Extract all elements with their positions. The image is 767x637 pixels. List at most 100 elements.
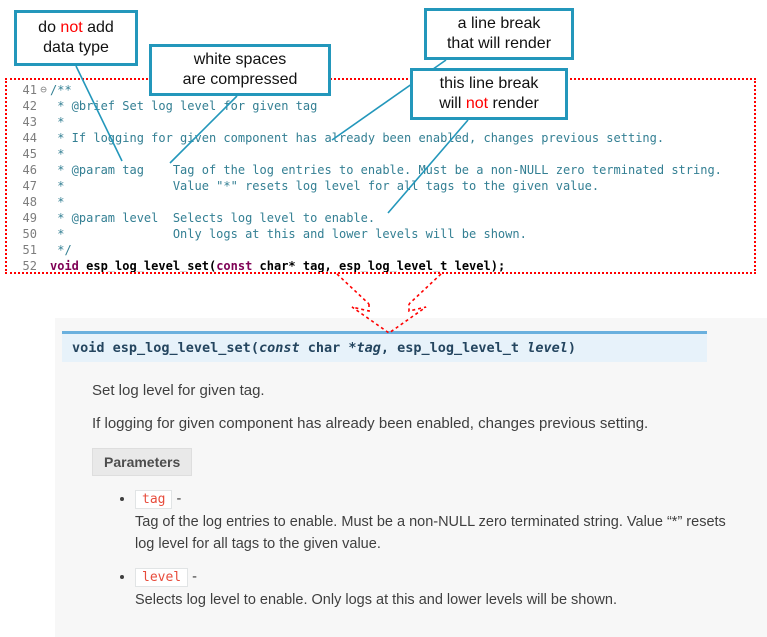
callout-text: add (82, 18, 114, 36)
callout-line: do not add (38, 18, 114, 38)
code-token: * (50, 115, 65, 129)
code-text: * Only logs at this and lower levels wil… (50, 226, 754, 242)
line-number: 51 (22, 243, 37, 257)
fold-spacer (37, 130, 50, 146)
code-line: 52 void esp_log_level_set(const char* tag… (7, 258, 754, 273)
code-text: * (50, 146, 754, 162)
callout-text: data type (43, 39, 109, 56)
code-area: 41⊖/**42 * @brief Set log level for give… (7, 82, 754, 273)
fold-spacer (37, 178, 50, 194)
code-line: 50 * Only logs at this and lower levels … (7, 226, 754, 242)
parameter-description: Selects log level to enable. Only logs a… (135, 591, 617, 608)
parameter-name: level (135, 567, 189, 587)
code-token: * @param tag Tag of the log entries to e… (50, 163, 722, 177)
callout-text: not (60, 18, 83, 36)
code-token: * @param level Selects log level to enab… (50, 211, 376, 225)
dash-separator: - (188, 568, 197, 585)
callout-text: this line break (439, 74, 539, 92)
fold-spacer (37, 146, 50, 162)
callout-text: are compressed (182, 71, 298, 88)
callout-line: this line break (440, 74, 539, 94)
code-line: 43 * (7, 114, 754, 130)
callout-text: that will render (446, 35, 552, 52)
code-text: */ (50, 242, 754, 258)
code-line: 42 * @brief Set log level for given tag (7, 98, 754, 114)
signature-token: ( (250, 340, 259, 356)
dash-separator: - (172, 491, 182, 507)
callout-linebreak-not-render: this line break will not render (410, 68, 568, 120)
callout-text: render (488, 95, 539, 112)
function-signature: void esp_log_level_set(const char *tag, … (62, 331, 707, 362)
signature-token: level (527, 340, 568, 356)
code-line: 45 * (7, 146, 754, 162)
parameters-label: Parameters (92, 448, 193, 476)
line-number: 42 (22, 99, 37, 113)
fold-spacer (37, 242, 50, 258)
line-number: 52 (22, 259, 37, 273)
code-token: * @brief Set log level for given tag (50, 99, 318, 113)
fold-spacer (37, 194, 50, 210)
parameter-item: level - Selects log level to enable. Only… (135, 567, 742, 612)
line-number: 46 (22, 163, 37, 177)
code-line: 44 * If logging for given component has … (7, 130, 754, 146)
code-token: void (50, 259, 79, 273)
fold-spacer (37, 226, 50, 242)
callout-linebreak-renders: a line break that will render (424, 8, 574, 60)
code-text: * If logging for given component has alr… (50, 130, 754, 146)
callout-line: will not render (439, 94, 539, 114)
line-number: 41 (22, 83, 37, 97)
signature-token: tag (356, 340, 381, 356)
line-number: 47 (22, 179, 37, 193)
code-line: 41⊖/** (7, 82, 754, 98)
signature-token: char * (299, 340, 357, 356)
fold-spacer (37, 210, 50, 226)
fold-spacer (37, 114, 50, 130)
line-number: 49 (22, 211, 37, 225)
code-text: void esp_log_level_set(const char* tag, … (50, 258, 754, 273)
callout-line: white spaces (194, 50, 287, 70)
line-number: 43 (22, 115, 37, 129)
code-token: const (216, 259, 253, 273)
parameter-name-row: level - (135, 567, 742, 587)
callout-line: a line break (458, 14, 541, 34)
parameter-name-row: tag - (135, 490, 742, 509)
fold-spacer (37, 258, 50, 272)
callout-text: a line break (457, 14, 541, 32)
signature-token: const (258, 340, 300, 356)
code-text: * @brief Set log level for given tag (50, 98, 754, 114)
code-text: * @param level Selects log level to enab… (50, 210, 754, 226)
signature-token: ) (567, 340, 576, 356)
code-token: * (50, 147, 65, 161)
parameter-list: tag - Tag of the log entries to enable. M… (102, 490, 742, 611)
code-line: 46 * @param tag Tag of the log entries t… (7, 162, 754, 178)
parameter-item: tag - Tag of the log entries to enable. M… (135, 490, 742, 556)
signature-token: esp_log_level_set (112, 340, 251, 356)
fold-icon[interactable]: ⊖ (40, 83, 47, 96)
fold-spacer (37, 162, 50, 178)
code-text: * Value "*" resets log level for all tag… (50, 178, 754, 194)
code-token: * Only logs at this and lower levels wil… (50, 227, 527, 241)
callout-line: that will render (447, 34, 551, 54)
callout-text: not (465, 95, 489, 112)
code-text: /** (50, 82, 754, 98)
code-line: 51 */ (7, 242, 754, 258)
code-text: * @param tag Tag of the log entries to e… (50, 162, 754, 178)
code-token: */ (50, 243, 72, 257)
code-token: char* tag, esp_log_level_t level); (252, 259, 506, 273)
parameter-description: Tag of the log entries to enable. Must b… (135, 514, 726, 552)
callout-line: data type (43, 38, 109, 58)
code-token: * (50, 195, 65, 209)
line-number: 44 (22, 131, 37, 145)
parameter-name: tag (135, 490, 173, 509)
code-token: /** (50, 83, 72, 97)
rendered-docs-panel: void esp_log_level_set(const char *tag, … (55, 318, 767, 637)
description-text: If logging for given component has alrea… (92, 415, 649, 432)
signature-token: , esp_log_level_t (380, 340, 528, 356)
brief-text: Set log level for given tag. (92, 382, 265, 399)
callout-line: are compressed (183, 70, 298, 90)
callout-text: do (38, 18, 61, 36)
code-token: * If logging for given component has alr… (50, 131, 665, 145)
